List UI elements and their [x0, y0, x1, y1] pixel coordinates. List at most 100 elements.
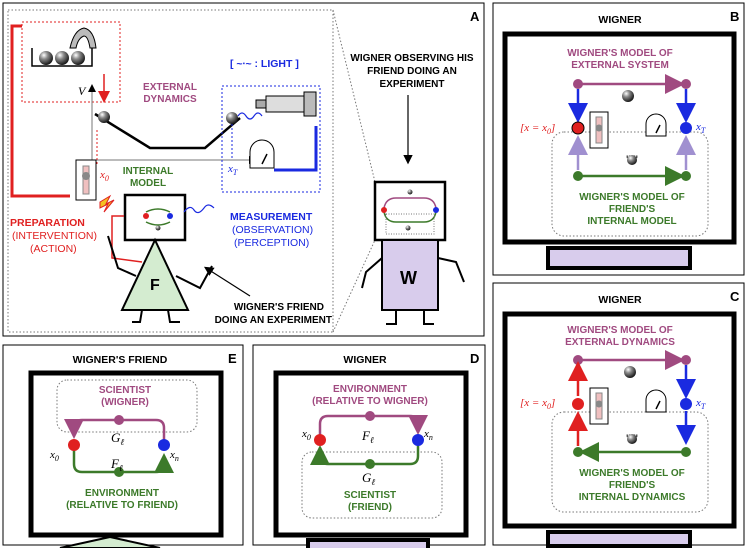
friend-arm-left: [107, 235, 137, 277]
panel-e-friend-top: [59, 535, 161, 548]
measurement-loop: [274, 126, 318, 172]
ball-icon: [622, 90, 634, 102]
ball-icon: [627, 434, 637, 444]
panel-d-scientist-box: [301, 451, 443, 519]
wigner-arm-right: [437, 257, 465, 283]
v-axis-label: V: [78, 84, 87, 98]
intervention-label: (INTERVENTION): [12, 230, 97, 242]
panel-c-xt-node: [680, 398, 692, 410]
ball-icon: [226, 112, 238, 124]
experiment-box: [7, 9, 334, 333]
panel-b-xt-node: [680, 122, 692, 134]
camera-icon: [255, 91, 317, 117]
panel-d: D WIGNER ENVIRONMENT (RELATIVE TO WIGNER…: [252, 344, 486, 548]
observation-label: (OBSERVATION): [232, 224, 313, 236]
ball-dispenser: [31, 27, 97, 67]
panel-e-x0-label: x0: [49, 449, 59, 463]
friend-body: [120, 237, 190, 311]
panel-e-g-label: Gℓ: [111, 430, 124, 447]
panel-b-bottom-line1: WIGNER'S MODEL OF: [579, 192, 685, 203]
wigner-leg-left: [386, 310, 397, 325]
panel-e: E WIGNER'S FRIEND SCIENTIST (WIGNER) x0 …: [2, 344, 244, 548]
internal-model-line1: INTERNAL: [123, 166, 174, 177]
panel-c: C WIGNER WIGNER'S MODEL OF EXTERNAL DYNA…: [492, 282, 745, 548]
ball-icon: [39, 51, 53, 65]
panel-d-letter: D: [470, 351, 479, 366]
light-wave-to-head: [183, 204, 215, 214]
ball-icon: [624, 366, 636, 378]
external-dynamics-line2: DYNAMICS: [143, 94, 197, 105]
panel-c-xt-label: xT: [695, 397, 706, 411]
friend-head: [123, 193, 187, 242]
panel-e-top-line2: (WIGNER): [101, 397, 149, 408]
perception-label: (PERCEPTION): [234, 237, 309, 249]
wigner-leg-right: [423, 310, 434, 325]
panel-c-bottom-line2: FRIEND'S: [609, 480, 656, 491]
panel-c-x0-node: [572, 398, 584, 410]
panel-c-top-line2: EXTERNAL DYNAMICS: [565, 337, 675, 348]
friend-leg-left: [132, 309, 143, 323]
panel-d-x0-label: x0: [301, 428, 311, 442]
panel-b-letter: B: [730, 9, 739, 24]
friend-caption-line1: WIGNER'S FRIEND: [234, 302, 324, 313]
wigner-body: [381, 239, 439, 311]
wigner-caption-line2: FRIEND DOING AN: [367, 66, 457, 77]
panel-c-letter: C: [730, 289, 740, 304]
panel-e-top-line1: SCIENTIST: [99, 385, 151, 396]
panel-c-screen: [502, 311, 737, 529]
panel-d-top-line1: ENVIRONMENT: [333, 384, 407, 395]
projection-line-top: [332, 9, 376, 183]
panel-b-top-line1: WIGNER'S MODEL OF: [567, 48, 673, 59]
friend-letter: F: [150, 277, 160, 294]
panel-c-title: WIGNER: [598, 294, 642, 306]
external-dynamics-line1: EXTERNAL: [143, 82, 197, 93]
preparation-label: PREPARATION: [10, 217, 85, 229]
panel-b-bottom-line3: INTERNAL MODEL: [587, 216, 676, 227]
wigner-caption-line1: WIGNER OBSERVING HIS: [350, 53, 473, 64]
panel-b-x-eq: [x = x0]: [520, 122, 555, 136]
panel-b-x0-node: [571, 121, 585, 135]
panel-a-letter: A: [470, 9, 480, 24]
claw-icon: [69, 27, 97, 49]
wigner-caption-line3: EXPERIMENT: [379, 79, 444, 90]
panel-d-wigner-top: [306, 538, 430, 548]
panel-c-top-line1: WIGNER'S MODEL OF: [567, 325, 673, 336]
x0-label: x0: [99, 169, 109, 183]
panel-d-bottom-line1: SCIENTIST: [344, 490, 396, 501]
panel-d-x0-node: [314, 434, 326, 446]
panel-d-screen: [273, 370, 469, 538]
panel-d-xn-node: [412, 434, 424, 446]
panel-c-internal-box: [551, 411, 709, 513]
friend-caption-arrow: [203, 266, 251, 297]
panel-b-xt-label: xT: [695, 121, 706, 135]
preparation-box: [21, 21, 121, 103]
panel-e-title: WIGNER'S FRIEND: [73, 354, 168, 366]
friend-caption-line2: DOING AN EXPERIMENT: [215, 315, 332, 326]
panel-b-wigner-top: [546, 246, 692, 270]
panel-e-x0-node: [68, 439, 80, 451]
panel-e-letter: E: [228, 351, 237, 366]
panel-b-title: WIGNER: [598, 14, 642, 26]
meter-icon: [645, 113, 667, 137]
panel-e-bottom-line1: ENVIRONMENT: [85, 488, 159, 499]
panel-a: A V EXTERNAL DYNAMICS x0: [2, 2, 485, 337]
meter-icon: [645, 389, 667, 413]
panel-e-f-label: Fℓ: [110, 456, 123, 473]
ball-icon: [627, 155, 637, 165]
panel-d-xn-label: xn: [423, 428, 433, 442]
panel-c-bottom-line3: INTERNAL DYNAMICS: [579, 492, 686, 503]
panel-e-bottom-line2: (RELATIVE TO FRIEND): [66, 500, 178, 511]
panel-d-g-label: Gℓ: [362, 470, 375, 487]
lightning-icon: [99, 194, 115, 213]
friend-leg-right: [167, 309, 180, 323]
measurement-label: MEASUREMENT: [230, 211, 313, 223]
panel-e-screen: [28, 370, 224, 538]
panel-b: B WIGNER WIGNER'S MODEL OF EXTERNAL SYST…: [492, 2, 745, 276]
projection-line-bottom: [332, 239, 376, 333]
wigner-arm-left: [361, 257, 383, 289]
ball-icon: [71, 51, 85, 65]
panel-d-bottom-line2: (FRIEND): [348, 502, 392, 513]
light-legend: [ ~∙~ : LIGHT ]: [230, 58, 299, 70]
panel-e-xn-node: [158, 439, 170, 451]
